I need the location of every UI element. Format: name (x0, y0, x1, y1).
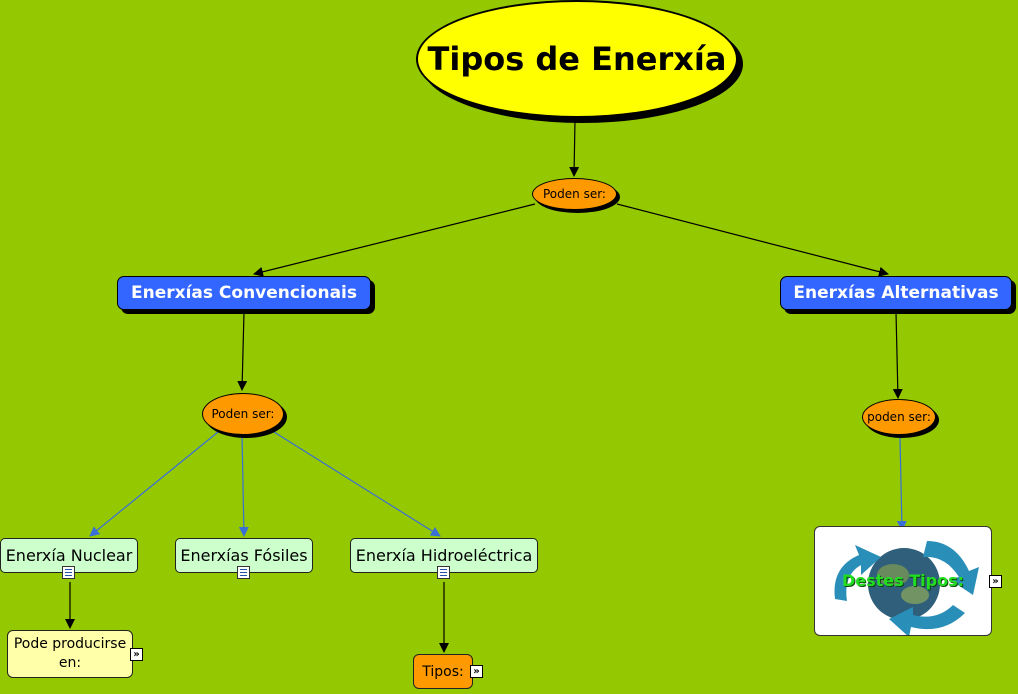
link-title-poden (569, 119, 580, 177)
link-poden-alternativas (616, 203, 889, 277)
double-chevron-right-icon[interactable]: » (130, 648, 143, 661)
linking-phrase-poden-ser-right: poden ser: (862, 399, 936, 435)
link-convencionais-poden (237, 311, 248, 391)
destes-tipos-label: Destes Tipos: (841, 571, 964, 590)
document-icon[interactable] (237, 566, 250, 579)
concept-enerxias-convencionais[interactable]: Enerxías Convencionais (117, 276, 371, 310)
linking-phrase-poden-ser-top: Poden ser: (532, 178, 617, 210)
concept-destes-tipos[interactable]: Destes Tipos: (814, 526, 992, 636)
double-chevron-right-icon[interactable]: » (470, 665, 483, 678)
document-icon[interactable] (62, 566, 75, 579)
map-title: Tipos de Enerxía (416, 0, 738, 118)
linking-phrase-poden-ser-left: Poden ser: (202, 393, 284, 435)
concept-tipos[interactable]: Tipos: (413, 654, 473, 689)
link-poden-convencionais (253, 203, 536, 277)
link-poden-fosiles (238, 433, 249, 537)
double-chevron-right-icon[interactable]: » (989, 575, 1002, 588)
concept-pode-producirse[interactable]: Pode producirse en: (7, 630, 133, 678)
link-poden-hidro (273, 431, 441, 537)
link-poden-nuclear (89, 431, 219, 537)
recycle-globe-icon (834, 541, 979, 635)
document-icon[interactable] (437, 566, 450, 579)
link-alternativas-poden (892, 311, 903, 399)
concept-enerxias-alternativas[interactable]: Enerxías Alternativas (780, 276, 1012, 310)
link-poden-destes (896, 437, 907, 531)
